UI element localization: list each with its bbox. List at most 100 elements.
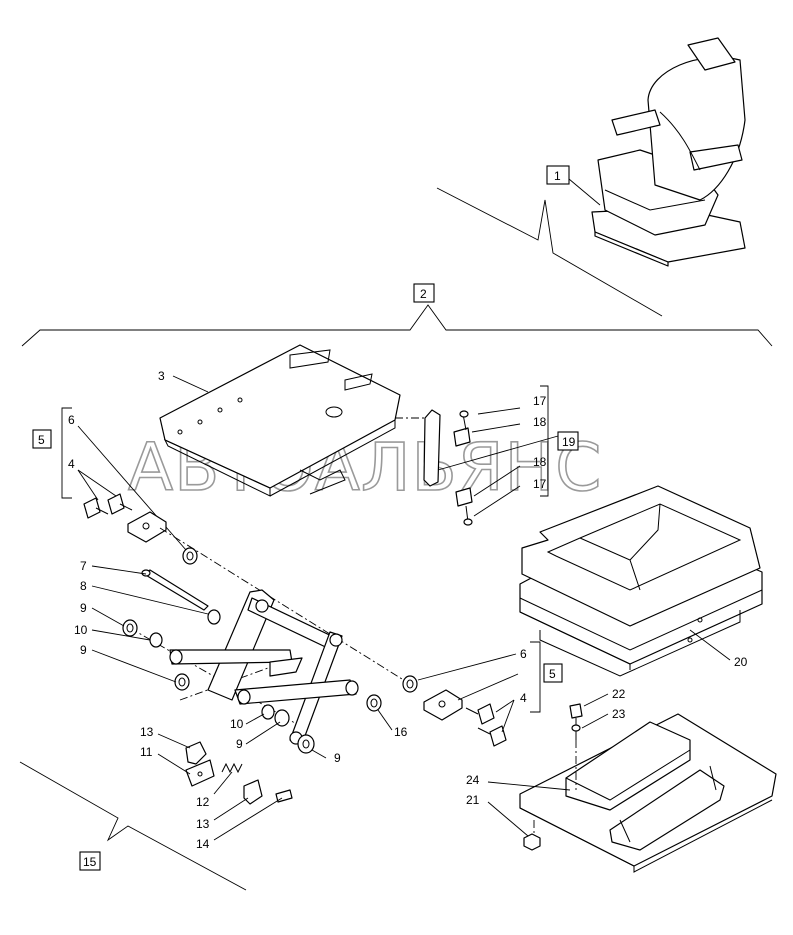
leader-14 bbox=[213, 797, 283, 841]
part-24-base-plate[interactable] bbox=[519, 713, 777, 873]
callout-1: 1 bbox=[554, 169, 561, 183]
callout-4a: 4 bbox=[68, 457, 75, 471]
leader-6a bbox=[77, 425, 187, 551]
callout-9d: 9 bbox=[334, 751, 341, 765]
leader-4a-2 bbox=[77, 469, 117, 497]
part-5-block-left[interactable] bbox=[127, 511, 167, 543]
callout-12: 12 bbox=[196, 795, 210, 809]
callout-6b: 6 bbox=[520, 647, 527, 661]
leader-1 bbox=[568, 178, 601, 206]
callout-6a: 6 bbox=[68, 413, 75, 427]
part-8-washer[interactable] bbox=[207, 609, 221, 625]
callout-17a: 17 bbox=[533, 394, 547, 408]
leader-11 bbox=[157, 753, 191, 775]
callout-box-15 bbox=[79, 851, 101, 871]
leader-9a bbox=[91, 607, 125, 627]
leader-9c bbox=[245, 721, 281, 745]
callout-5a: 5 bbox=[38, 433, 45, 447]
part-6-bushing-right[interactable] bbox=[402, 675, 418, 693]
callout-13a: 13 bbox=[140, 725, 154, 739]
leader-4a-1 bbox=[77, 469, 99, 501]
leader-19 bbox=[437, 435, 559, 471]
leader-17b bbox=[473, 485, 521, 517]
leader-13b bbox=[213, 797, 249, 821]
callout-13b: 13 bbox=[196, 817, 210, 831]
part-21-nut[interactable] bbox=[523, 833, 541, 851]
callout-16: 16 bbox=[394, 725, 408, 739]
part-9-roller-a[interactable] bbox=[122, 619, 138, 637]
leader-10b bbox=[245, 713, 265, 725]
callout-box-5b bbox=[543, 663, 563, 683]
callout-21: 21 bbox=[466, 793, 480, 807]
callout-5b: 5 bbox=[549, 667, 556, 681]
callout-14: 14 bbox=[196, 837, 210, 851]
part-10-bushing-b[interactable] bbox=[261, 704, 275, 720]
leader-24 bbox=[487, 781, 571, 791]
callout-9a: 9 bbox=[80, 601, 87, 615]
leader-20 bbox=[689, 629, 731, 661]
part-19-rail-bracket[interactable] bbox=[423, 409, 473, 526]
leader-23 bbox=[581, 713, 609, 729]
callout-8: 8 bbox=[80, 579, 87, 593]
callout-7: 7 bbox=[80, 559, 87, 573]
part-20-suspension[interactable] bbox=[519, 485, 763, 677]
callout-18b: 18 bbox=[533, 455, 547, 469]
leader-6b bbox=[417, 653, 517, 681]
linkage-frame[interactable] bbox=[169, 589, 359, 745]
part-16-bushing[interactable] bbox=[366, 694, 382, 712]
part-4-bolts-left[interactable] bbox=[83, 493, 133, 519]
leader-10a bbox=[91, 629, 151, 641]
leader-7 bbox=[91, 565, 147, 575]
leader-5b bbox=[457, 673, 519, 701]
callout-4b: 4 bbox=[520, 691, 527, 705]
callout-24: 24 bbox=[466, 773, 480, 787]
callout-10b: 10 bbox=[230, 717, 244, 731]
leader-12 bbox=[213, 771, 233, 795]
part-7-pin[interactable] bbox=[141, 569, 209, 611]
part-5-block-right[interactable] bbox=[423, 689, 463, 721]
seat-assembly[interactable] bbox=[591, 37, 746, 267]
part-9-roller-d[interactable] bbox=[297, 734, 315, 754]
part-13-clip-upper[interactable] bbox=[185, 741, 207, 765]
leader-4b-1 bbox=[495, 699, 515, 713]
bracket-4-6-left bbox=[61, 407, 72, 499]
callout-23: 23 bbox=[612, 707, 626, 721]
callout-2: 2 bbox=[420, 287, 427, 301]
part-22-bolt[interactable] bbox=[569, 703, 583, 740]
leader-17a bbox=[477, 407, 521, 415]
callout-box-1 bbox=[546, 165, 570, 185]
callout-17b: 17 bbox=[533, 477, 547, 491]
leader-18b bbox=[473, 465, 521, 497]
leader-22 bbox=[583, 693, 609, 707]
bracket-2 bbox=[21, 304, 773, 347]
leader-9d bbox=[311, 749, 327, 759]
leader-9b bbox=[91, 649, 177, 683]
callout-19: 19 bbox=[562, 435, 576, 449]
leader-bracket-1 bbox=[436, 187, 663, 317]
part-9-roller-b[interactable] bbox=[174, 673, 190, 691]
part-23-washer[interactable] bbox=[571, 724, 581, 732]
callout-box-5a bbox=[32, 429, 52, 449]
part-3-slide-plate[interactable] bbox=[159, 344, 401, 497]
part-10-bushing-a[interactable] bbox=[149, 632, 163, 648]
leader-4b-2 bbox=[501, 699, 515, 733]
part-4-bolts-right[interactable] bbox=[465, 703, 507, 747]
callout-box-19 bbox=[557, 431, 579, 451]
callout-22: 22 bbox=[612, 687, 626, 701]
bracket-4-6-right bbox=[530, 641, 541, 713]
part-13-clip-lower[interactable] bbox=[243, 779, 263, 805]
part-9-roller-c[interactable] bbox=[274, 709, 290, 727]
callout-18a: 18 bbox=[533, 415, 547, 429]
leader-16 bbox=[377, 709, 393, 731]
part-11-plate[interactable] bbox=[185, 759, 215, 787]
part-6-bushing-left[interactable] bbox=[182, 547, 198, 565]
callout-11: 11 bbox=[140, 745, 153, 759]
leader-3 bbox=[172, 375, 209, 393]
callout-15: 15 bbox=[83, 855, 97, 869]
callout-9b: 9 bbox=[80, 643, 87, 657]
leader-18a bbox=[471, 423, 521, 433]
bracket-15 bbox=[19, 761, 247, 891]
part-12-spring[interactable] bbox=[221, 762, 243, 774]
